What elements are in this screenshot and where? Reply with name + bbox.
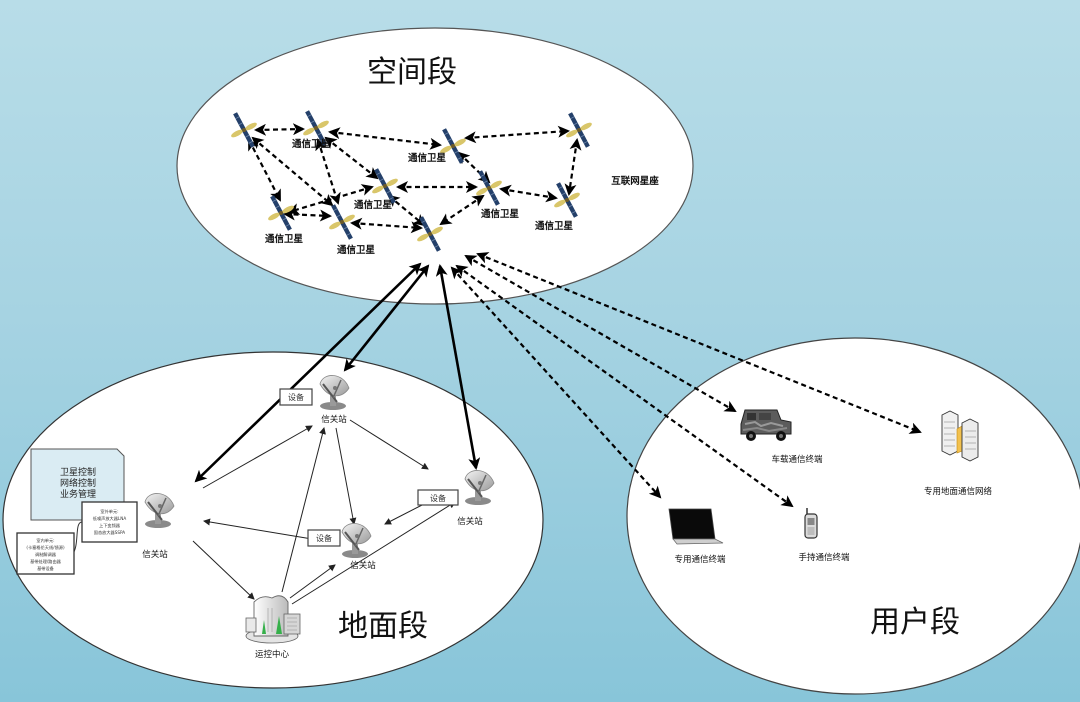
ground-link	[335, 427, 357, 525]
callout-line: 基带设备	[37, 565, 55, 572]
ground-link	[192, 540, 255, 600]
gateway-label: 信关站	[321, 414, 347, 425]
callout-line: 固态放大器SSPA	[94, 529, 126, 536]
control-center-label: 运控中心	[255, 649, 290, 660]
gateway-label: 信关站	[142, 549, 168, 560]
inter-satellite-links	[248, 123, 582, 234]
satellite-label: 通信卫星	[481, 208, 520, 220]
isl-link	[350, 217, 423, 234]
callout-line: 上下变频器	[99, 522, 121, 529]
server-icon	[941, 410, 979, 462]
isl-link	[464, 125, 570, 144]
isl-link	[387, 194, 426, 227]
ground-link	[384, 503, 425, 525]
isl-link	[499, 184, 558, 203]
callout-line: 基带处理/路由器	[30, 558, 62, 565]
callout-line: 低噪声放大器LNA	[93, 515, 127, 522]
ground-link	[281, 427, 326, 593]
outdoor-unit-callout: 室外单元: 低噪声放大器LNA 上下变频器 固态放大器SSPA	[81, 501, 138, 543]
terminal-label: 专用通信终端	[674, 554, 726, 565]
feeder-link-top	[343, 264, 430, 372]
terminal-label: 手持通信终端	[798, 552, 850, 563]
gateway-label: 信关站	[350, 560, 376, 571]
equipment-label: 设备	[288, 392, 304, 402]
ground-link	[291, 501, 456, 605]
control-note-line: 卫星控制	[60, 466, 96, 478]
phone-icon	[804, 508, 818, 539]
ground-link	[203, 518, 319, 541]
ground-links	[192, 419, 456, 605]
isl-link	[287, 184, 374, 215]
indoor-unit-callout: 室内单元: (卡塞格伦天线/馈源) 调制解调器 基带处理/路由器 基带设备	[16, 532, 75, 575]
user-link-network	[476, 252, 922, 434]
user-link-vehicle	[464, 255, 737, 412]
satellite-label: 通信卫星	[337, 244, 376, 256]
space-segment-ellipse	[176, 27, 694, 305]
ground-link	[202, 425, 313, 489]
isl-link	[324, 136, 379, 180]
space-segment-title: 空间段	[367, 55, 457, 90]
equipment-label: 设备	[316, 533, 332, 543]
control-note-line: 网络控制	[60, 477, 96, 489]
callout-line: 室外单元:	[100, 508, 118, 515]
satellite-label: 通信卫星	[408, 152, 447, 164]
callout-line: 室内单元:	[36, 537, 54, 544]
equipment-box: 设备	[417, 489, 459, 506]
equipment-box: 设备	[279, 388, 313, 406]
callout-line: 调制解调器	[35, 551, 57, 558]
control-note-line: 业务管理	[60, 488, 96, 500]
isl-link	[283, 208, 332, 222]
laptop-icon	[668, 508, 724, 545]
terminal-label: 专用地面通信网络	[924, 486, 993, 497]
satellite-label: 通信卫星	[354, 199, 393, 211]
equipment-label: 设备	[430, 493, 446, 503]
control-center-building-icon	[245, 595, 301, 644]
isl-link	[564, 138, 582, 196]
callout-line: (卡塞格伦天线/馈源)	[26, 544, 65, 551]
equipment-box: 设备	[307, 529, 341, 547]
satellite-label: 通信卫星	[292, 138, 331, 150]
satellite-label: 通信卫星	[265, 233, 304, 245]
vehicle-icon	[740, 409, 792, 441]
ground-link	[289, 564, 336, 599]
isl-link	[328, 127, 442, 150]
user-links	[450, 252, 922, 508]
terminal-label: 车载通信终端	[771, 454, 823, 465]
satellite-label: 通信卫星	[535, 220, 574, 232]
ground-segment-title: 地面段	[338, 609, 428, 644]
constellation-label: 互联网星座	[611, 175, 659, 187]
gateway-label: 信关站	[457, 516, 483, 527]
user-segment-title: 用户段	[870, 605, 960, 640]
ground-link	[349, 419, 429, 470]
